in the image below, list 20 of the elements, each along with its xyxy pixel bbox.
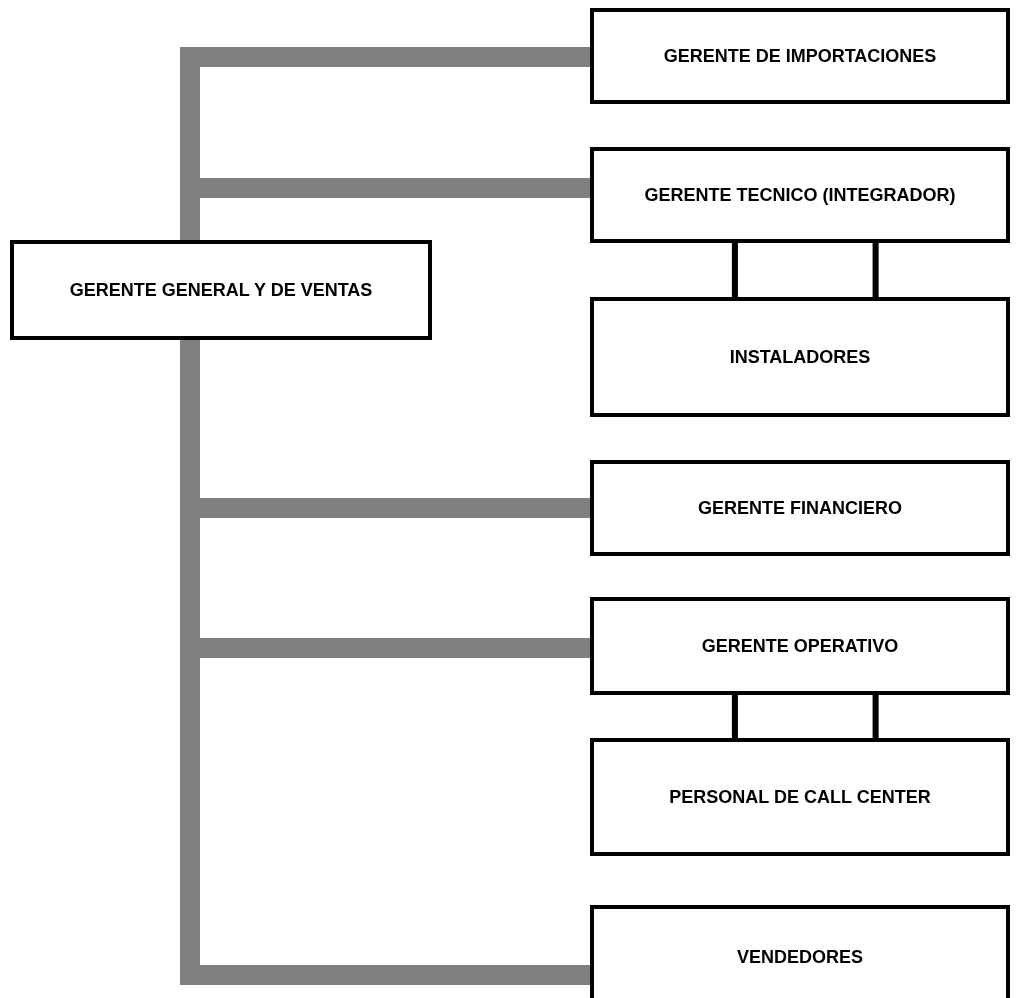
org-box	[590, 297, 1010, 417]
connector-line	[872, 243, 879, 297]
role-label: GERENTE DE IMPORTACIONES	[663, 44, 937, 68]
role-label: PERSONAL DE CALL CENTER	[669, 785, 931, 809]
org-box	[590, 738, 1010, 856]
org-box	[590, 460, 1010, 556]
role-label: VENDEDORES	[737, 945, 863, 969]
role-label: GERENTE OPERATIVO	[701, 634, 899, 658]
org-box	[590, 8, 1010, 104]
role-label: INSTALADORES	[729, 345, 871, 369]
role-label: GERENTE FINANCIERO	[698, 496, 902, 520]
org-box	[590, 597, 1010, 695]
connector-line	[731, 695, 738, 738]
connector-line	[872, 695, 879, 738]
role-label: GERENTE GENERAL Y DE VENTAS	[69, 278, 373, 302]
org-box	[10, 240, 432, 340]
role-label: GERENTE TECNICO (INTEGRADOR)	[644, 183, 956, 207]
connector-line	[731, 243, 738, 297]
org-box	[590, 147, 1010, 243]
org-box	[590, 905, 1010, 998]
